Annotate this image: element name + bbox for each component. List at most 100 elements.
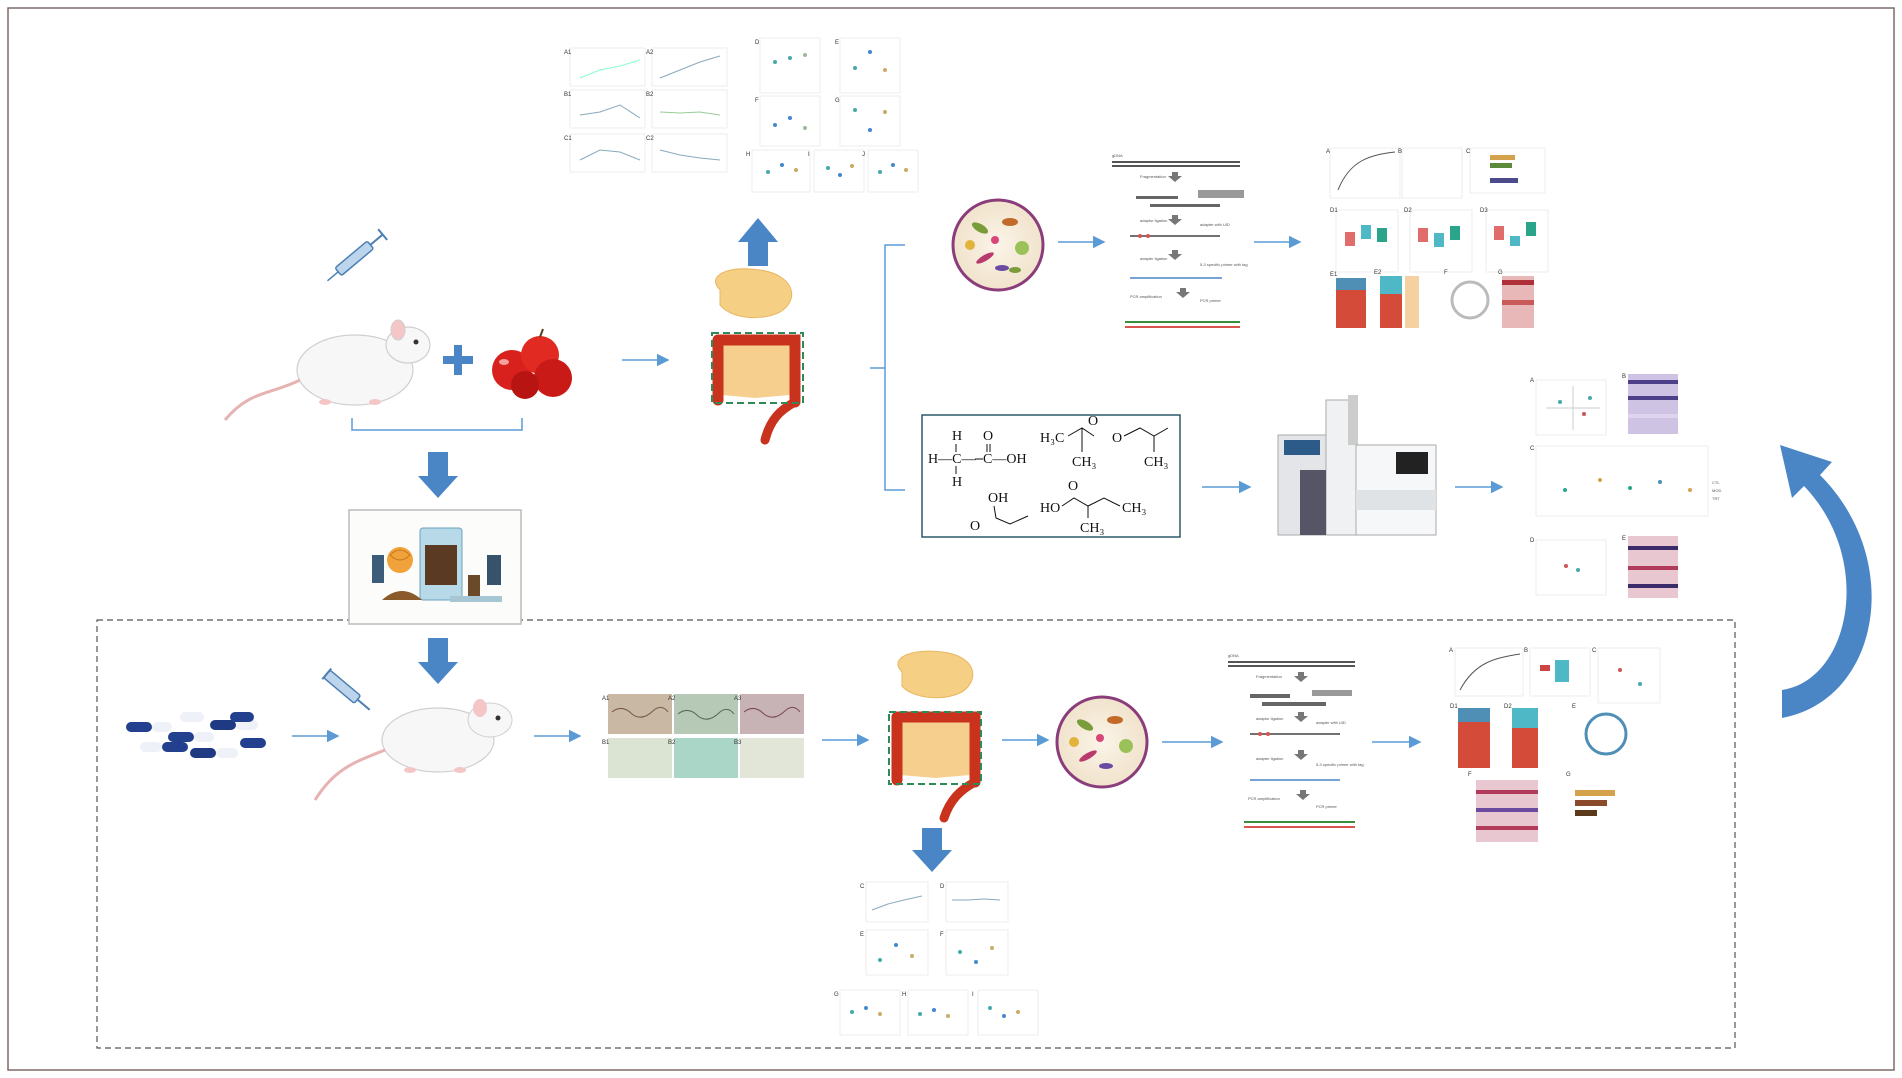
microbiome-results-top: A B C D1 D2 D3 E1 E2 F G [1326,147,1549,328]
panel-label: G [835,98,840,104]
validation-section-frame [96,619,1736,1049]
panel-label: C [860,884,865,890]
panel-label: B [1622,374,1626,380]
panel-label: B [1524,648,1528,654]
microbiota-icon [951,198,1045,292]
scfa-structures: H H—C— C—OH H O H₃C CH₃ O O CH₃ OH O HO … [921,414,1181,538]
panel-label: F [755,98,759,104]
atom-label: H [952,429,962,444]
legend-entry: TRT [1712,496,1720,501]
legend-entry: CTL [1712,480,1720,485]
panel-label: H [746,152,750,158]
legend-entry: MOD [1712,488,1721,493]
panel-label: B3 [734,740,742,746]
atom-label: CH₃ [1144,455,1168,470]
seq-step: Fragmentation [1140,174,1166,179]
curved-return-arrow-icon [1780,445,1872,718]
panel-label: D1 [1330,208,1338,214]
seq-step: adapter ligation [1256,756,1283,761]
panel-label: A [1449,648,1453,654]
rat-icon [223,319,431,421]
gc-ms-instrument-icon [1277,395,1437,536]
down-arrow-2 [418,638,458,684]
panel-label: F [940,932,944,938]
atom-label: CH₃ [1080,521,1104,536]
svg-text:gDNA: gDNA [1228,653,1239,658]
atom-label: HO [1040,501,1060,516]
microbiota-icon [1055,695,1149,789]
panel-label: E [1572,704,1576,710]
sequencing-workflow-top: gDNA Fragmentation adaptor ligation adap… [1112,153,1248,328]
panel-label: H [902,992,906,998]
svg-text:gDNA: gDNA [1112,153,1123,158]
panel-label: J [862,152,865,158]
seq-step: adapter ligation [1140,256,1167,261]
panel-label: D3 [1480,208,1488,214]
atom-label: O [983,429,993,444]
bottom-physiology-panels: C D E F G H I [834,881,1039,1036]
panel-label: E1 [1330,272,1338,278]
atom-label: H—C— [928,452,976,467]
atom-label: H [952,475,962,490]
gut-icon [711,268,804,445]
seq-note: adapter with UID [1316,720,1346,725]
microbiome-results-bottom: A B C D1 D2 E F G [1449,647,1661,842]
panel-label: A1 [564,50,572,56]
panel-label: B [1398,149,1402,155]
panel-label: D2 [1404,208,1412,214]
panel-label: E [835,40,839,46]
panel-label: A1 [602,696,610,702]
apple-icon [492,328,572,399]
seq-note: 5-3 specific primer with tag [1200,262,1248,267]
panel-label: F [1468,772,1472,778]
panel-label: C2 [646,136,654,142]
panel-label: A [1530,378,1534,384]
group-bracket [351,418,523,431]
panel-label: E [860,932,864,938]
panel-label: D [940,884,945,890]
seq-step: Fragmentation [1256,674,1282,679]
panel-label: G [1498,270,1503,276]
seq-note: adapter with UID [1200,222,1230,227]
seq-note: 5-3 specific primer with tag [1316,762,1364,767]
atom-label: O [1112,431,1122,446]
seq-step: PCR amplification [1130,294,1162,299]
panel-label: G [834,992,839,998]
panel-label: B2 [646,92,654,98]
panel-label: B1 [564,92,572,98]
panel-label: D [755,40,760,46]
panel-label: A [1326,149,1330,155]
panel-label: A2 [646,50,654,56]
panel-label: A2 [668,696,676,702]
atom-label: CH₃ [1122,501,1146,516]
branch-bracket [870,244,905,491]
panel-label: C1 [564,136,572,142]
seq-note: PCR primer [1316,804,1338,809]
gut-icon [888,650,982,823]
panel-label: I [808,152,810,158]
plus-icon [443,345,473,375]
down-arrow-3 [912,828,952,872]
panel-label: I [972,992,974,998]
panel-label: C [1530,446,1535,452]
panel-label: D1 [1450,704,1458,710]
atom-label: CH₃ [1072,455,1096,470]
seq-step: adaptor ligation [1140,218,1167,223]
panel-label: A3 [734,696,742,702]
panel-label: F [1444,270,1448,276]
seq-step: adaptor ligation [1256,716,1283,721]
panel-label: B1 [602,740,610,746]
seq-step: PCR amplification [1248,796,1280,801]
panel-label: D2 [1504,704,1512,710]
lab-supplies-icon [348,509,522,625]
panel-label: C [1592,648,1597,654]
atom-label: C—OH [983,452,1027,467]
panel-label: E2 [1374,270,1382,276]
down-arrow [418,452,458,498]
panel-label: D [1530,538,1535,544]
panel-label: G [1566,772,1571,778]
syringe-icon [327,228,388,282]
up-arrow [738,218,778,266]
atom-label: H₃C [1040,431,1064,446]
